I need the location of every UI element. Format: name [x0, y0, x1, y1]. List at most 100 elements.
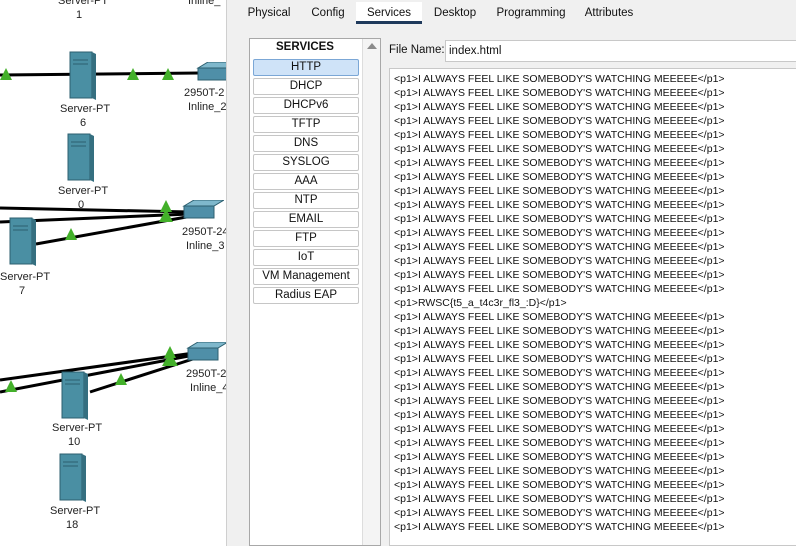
service-aaa-button[interactable]: AAA: [253, 173, 359, 190]
editor-line: <p1>I ALWAYS FEEL LIKE SOMEBODY'S WATCHI…: [394, 227, 725, 239]
editor-line: <p1>I ALWAYS FEEL LIKE SOMEBODY'S WATCHI…: [394, 437, 725, 449]
service-tftp-button[interactable]: TFTP: [253, 116, 359, 133]
link-up-indicator: [162, 352, 178, 366]
link-line: [0, 206, 191, 214]
service-ftp-button[interactable]: FTP: [253, 230, 359, 247]
server-icon[interactable]: [60, 370, 88, 420]
editor-line: <p1>I ALWAYS FEEL LIKE SOMEBODY'S WATCHI…: [394, 507, 725, 519]
server-icon[interactable]: [8, 216, 36, 266]
server-icon[interactable]: [66, 132, 94, 182]
editor-line: <p1>I ALWAYS FEEL LIKE SOMEBODY'S WATCHI…: [394, 213, 725, 225]
server-icon[interactable]: [58, 452, 86, 502]
server-number: 7: [19, 285, 26, 297]
editor-line: <p1>I ALWAYS FEEL LIKE SOMEBODY'S WATCHI…: [394, 311, 725, 323]
service-email-button[interactable]: EMAIL: [253, 211, 359, 228]
link-line: [89, 356, 197, 394]
switch-icon[interactable]: [180, 200, 224, 222]
editor-lines: <p1>I ALWAYS FEEL LIKE SOMEBODY'S WATCHI…: [394, 72, 725, 534]
link-up-indicator: [160, 200, 172, 212]
editor-line: <p1>I ALWAYS FEEL LIKE SOMEBODY'S WATCHI…: [394, 423, 725, 435]
editor-line: <p1>I ALWAYS FEEL LIKE SOMEBODY'S WATCHI…: [394, 451, 725, 463]
services-title: SERVICES: [276, 41, 334, 53]
server-label: Server-PT: [60, 103, 111, 115]
server-label: Server-PT: [0, 271, 51, 283]
link-up-indicator: [162, 68, 174, 80]
editor-line: <p1>I ALWAYS FEEL LIKE SOMEBODY'S WATCHI…: [394, 409, 725, 421]
tab-attributes[interactable]: Attributes: [584, 7, 634, 19]
service-vm-management-button[interactable]: VM Management: [253, 268, 359, 285]
tab-physical[interactable]: Physical: [247, 7, 291, 19]
link-up-indicator: [65, 228, 77, 240]
file-name-label: File Name:: [389, 44, 445, 56]
switch-icon[interactable]: [184, 342, 226, 364]
service-iot-button[interactable]: IoT: [253, 249, 359, 266]
editor-line: <p1>I ALWAYS FEEL LIKE SOMEBODY'S WATCHI…: [394, 171, 725, 183]
switch-label: Inline_2: [188, 101, 226, 113]
service-syslog-button[interactable]: SYSLOG: [253, 154, 359, 171]
editor-line: <p1>I ALWAYS FEEL LIKE SOMEBODY'S WATCHI…: [394, 255, 725, 267]
link-line: [0, 353, 195, 394]
link-up-indicator: [159, 209, 173, 222]
switch-model: 2950T-2: [184, 87, 225, 99]
server-number: 1: [76, 9, 83, 21]
editor-line: <p1>I ALWAYS FEEL LIKE SOMEBODY'S WATCHI…: [394, 381, 725, 393]
server-label: Server-PT: [58, 0, 109, 7]
editor-line: <p1>I ALWAYS FEEL LIKE SOMEBODY'S WATCHI…: [394, 353, 725, 365]
html-editor[interactable]: <p1>I ALWAYS FEEL LIKE SOMEBODY'S WATCHI…: [389, 68, 796, 546]
switch-label: Inline_3: [186, 240, 225, 252]
switch-label: Inline_4: [190, 382, 226, 394]
service-dhcp-button[interactable]: DHCP: [253, 78, 359, 95]
service-radius-eap-button[interactable]: Radius EAP: [253, 287, 359, 304]
link-up-indicator: [164, 346, 176, 358]
topology-canvas[interactable]: Server-PT 1 Inline_ Server-PT 6 Server-P…: [0, 0, 226, 546]
scroll-up-icon[interactable]: [367, 43, 377, 49]
tab-desktop[interactable]: Desktop: [433, 7, 477, 19]
editor-line: <p1>I ALWAYS FEEL LIKE SOMEBODY'S WATCHI…: [394, 283, 725, 295]
link-line: [0, 351, 195, 382]
editor-line: <p1>I ALWAYS FEEL LIKE SOMEBODY'S WATCHI…: [394, 73, 725, 85]
switch-label: Inline_: [188, 0, 221, 7]
editor-line: <p1>I ALWAYS FEEL LIKE SOMEBODY'S WATCHI…: [394, 269, 725, 281]
editor-line: <p1>I ALWAYS FEEL LIKE SOMEBODY'S WATCHI…: [394, 157, 725, 169]
switch-model: 2950T-24: [182, 226, 226, 238]
link-up-indicator: [127, 68, 139, 80]
link-up-indicator: [0, 68, 12, 80]
editor-line: <p1>I ALWAYS FEEL LIKE SOMEBODY'S WATCHI…: [394, 479, 725, 491]
tab-programming[interactable]: Programming: [496, 7, 566, 19]
service-http-button[interactable]: HTTP: [253, 59, 359, 76]
editor-line: <p1>I ALWAYS FEEL LIKE SOMEBODY'S WATCHI…: [394, 325, 725, 337]
service-ntp-button[interactable]: NTP: [253, 192, 359, 209]
link-up-indicator: [5, 380, 17, 392]
server-icon[interactable]: [68, 50, 96, 100]
editor-line: <p1>I ALWAYS FEEL LIKE SOMEBODY'S WATCHI…: [394, 87, 725, 99]
editor-line: <p1>I ALWAYS FEEL LIKE SOMEBODY'S WATCHI…: [394, 143, 725, 155]
tab-config[interactable]: Config: [311, 7, 345, 19]
server-number: 0: [78, 199, 85, 211]
server-number: 6: [80, 117, 87, 129]
editor-line: <p1>I ALWAYS FEEL LIKE SOMEBODY'S WATCHI…: [394, 115, 725, 127]
link-up-indicator: [115, 373, 127, 385]
editor-line: <p1>RWSC{t5_a_t4c3r_fl3_:D}</p1>: [394, 297, 567, 309]
file-name-input[interactable]: [445, 40, 796, 62]
tab-services[interactable]: Services: [356, 2, 422, 24]
editor-line: <p1>I ALWAYS FEEL LIKE SOMEBODY'S WATCHI…: [394, 465, 725, 477]
services-panel: SERVICES HTTP DHCP DHCPv6 TFTP DNS SYSLO…: [249, 38, 381, 546]
server-number: 10: [68, 436, 81, 448]
file-name-row: File Name:: [389, 40, 796, 62]
service-dhcpv6-button[interactable]: DHCPv6: [253, 97, 359, 114]
editor-line: <p1>I ALWAYS FEEL LIKE SOMEBODY'S WATCHI…: [394, 395, 725, 407]
editor-line: <p1>I ALWAYS FEEL LIKE SOMEBODY'S WATCHI…: [394, 199, 725, 211]
editor-line: <p1>I ALWAYS FEEL LIKE SOMEBODY'S WATCHI…: [394, 493, 725, 505]
editor-line: <p1>I ALWAYS FEEL LIKE SOMEBODY'S WATCHI…: [394, 339, 725, 351]
switch-icon[interactable]: [194, 62, 226, 84]
editor-line: <p1>I ALWAYS FEEL LIKE SOMEBODY'S WATCHI…: [394, 367, 725, 379]
server-number: 18: [66, 519, 79, 531]
server-label: Server-PT: [50, 505, 101, 517]
switch-model: 2950T-2: [186, 368, 226, 380]
services-scrollbar[interactable]: [362, 39, 380, 545]
editor-line: <p1>I ALWAYS FEEL LIKE SOMEBODY'S WATCHI…: [394, 185, 725, 197]
editor-line: <p1>I ALWAYS FEEL LIKE SOMEBODY'S WATCHI…: [394, 241, 725, 253]
tab-bar: Physical Config Services Desktop Program…: [227, 0, 796, 26]
server-label: Server-PT: [58, 185, 109, 197]
service-dns-button[interactable]: DNS: [253, 135, 359, 152]
